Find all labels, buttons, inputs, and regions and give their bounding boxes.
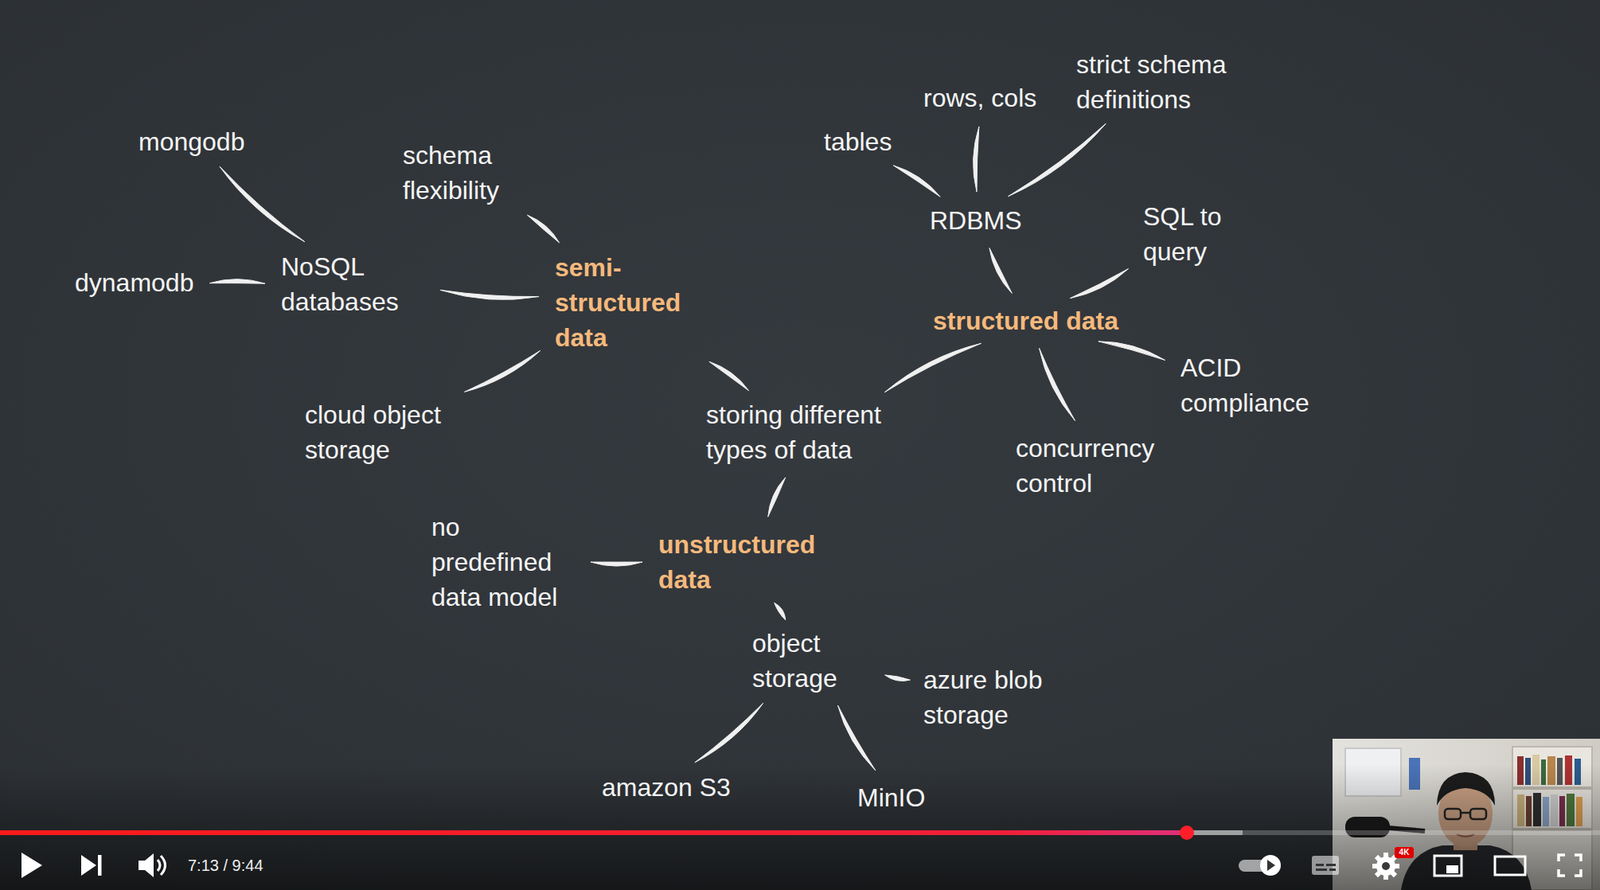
idea-node: amazon S3 (601, 769, 731, 805)
subtitles-icon (1311, 855, 1339, 875)
brush-line (989, 248, 1012, 294)
branch-stroke (884, 343, 981, 392)
brush-line (1039, 348, 1076, 422)
fullscreen-icon (1558, 854, 1581, 876)
idea-node: storing different types of data (706, 397, 906, 468)
brush-line (440, 289, 539, 300)
idea-text: tables (823, 124, 892, 160)
idea-node: NoSQL databases (280, 249, 425, 320)
topic-node: semi- structured data (554, 249, 703, 356)
idea-node: SQL to query (1143, 199, 1251, 270)
branch-stroke (709, 361, 750, 391)
topic-node: structured data (932, 303, 1119, 339)
brush-line (590, 561, 643, 566)
brush-line (1098, 341, 1166, 361)
next-icon (81, 854, 102, 876)
brush-line (219, 166, 305, 242)
idea-node: schema flexibility (402, 137, 555, 208)
brush-line (464, 350, 541, 392)
idea-text: amazon S3 (601, 769, 731, 805)
brush-line (893, 165, 941, 197)
idea-text: strict schema definitions (1076, 46, 1248, 118)
branch-stroke (464, 350, 541, 392)
idea-node: RDBMS (929, 202, 1023, 239)
idea-node: dynamodb (74, 265, 194, 301)
brush-line (694, 702, 764, 763)
branch-stroke (989, 248, 1012, 294)
branch-stroke (885, 675, 911, 681)
idea-text: azure blob storage (923, 662, 1075, 733)
branch-stroke (973, 126, 980, 192)
brush-line (885, 675, 911, 681)
idea-text: storing different types of data (706, 397, 906, 468)
branch-stroke (526, 214, 559, 243)
idea-node: cloud object storage (304, 397, 477, 468)
theater-icon (1494, 856, 1526, 875)
topic-text: structured data (932, 303, 1119, 339)
brush-line (973, 126, 980, 192)
progress-bar (0, 825, 1600, 840)
idea-text: SQL to query (1143, 199, 1251, 270)
idea-text: ACID compliance (1180, 350, 1328, 421)
branch-stroke (768, 477, 786, 517)
idea-text: concurrency control (1015, 430, 1179, 501)
branch-stroke (1098, 341, 1166, 361)
idea-text: NoSQL databases (280, 249, 425, 320)
idea-node: MinIO (857, 780, 925, 816)
brush-line (774, 602, 786, 621)
brush-line (1069, 269, 1128, 299)
branch-stroke (219, 166, 305, 242)
idea-node: tables (823, 124, 892, 160)
idea-text: mongodb (138, 124, 245, 160)
branch-stroke (1039, 348, 1076, 422)
idea-node: azure blob storage (923, 662, 1075, 733)
autoplay-toggle (1238, 854, 1281, 876)
branch-stroke (440, 289, 539, 300)
idea-node: object storage (752, 625, 872, 696)
volume-icon (138, 853, 166, 878)
branch-stroke (694, 702, 764, 763)
idea-node: strict schema definitions (1076, 46, 1248, 118)
branch-stroke (838, 705, 876, 771)
brush-line (884, 343, 981, 392)
brush-line (768, 477, 786, 517)
topic-text: semi- structured data (554, 249, 703, 356)
idea-node: no predefined data model (431, 509, 575, 615)
quality-badge-text: 4K (1394, 846, 1414, 859)
idea-node: concurrency control (1015, 430, 1179, 501)
player-buttons (21, 846, 1581, 880)
idea-text: rows, cols (923, 80, 1037, 116)
quality-badge (1394, 846, 1414, 859)
idea-text: dynamodb (74, 265, 194, 301)
idea-node: rows, cols (923, 80, 1037, 116)
video-timestamp: 7:13 / 9:44 (187, 854, 264, 876)
idea-text: no predefined data model (431, 509, 575, 615)
branch-stroke (209, 279, 266, 285)
branch-stroke (893, 165, 941, 197)
idea-text: object storage (752, 625, 872, 696)
idea-node: mongodb (138, 124, 245, 160)
topic-text: unstructured data (658, 526, 838, 598)
topic-node: unstructured data (658, 526, 838, 598)
idea-text: RDBMS (929, 202, 1023, 239)
branch-stroke (1008, 123, 1107, 196)
idea-text: cloud object storage (304, 397, 477, 468)
brush-line (209, 279, 266, 285)
brush-line (526, 214, 559, 243)
miniplayer-icon (1434, 855, 1462, 876)
play-icon (21, 852, 43, 879)
branch-stroke (774, 602, 786, 621)
controls-shade (0, 764, 1600, 890)
idea-text: MinIO (857, 780, 925, 816)
brush-line (1008, 123, 1107, 196)
brush-line (709, 361, 750, 391)
branch-stroke (590, 561, 643, 566)
idea-node: ACID compliance (1180, 350, 1328, 421)
brush-line (838, 705, 876, 771)
idea-text: schema flexibility (402, 137, 555, 208)
branch-stroke (1069, 269, 1128, 299)
settings-icon (1372, 846, 1414, 880)
